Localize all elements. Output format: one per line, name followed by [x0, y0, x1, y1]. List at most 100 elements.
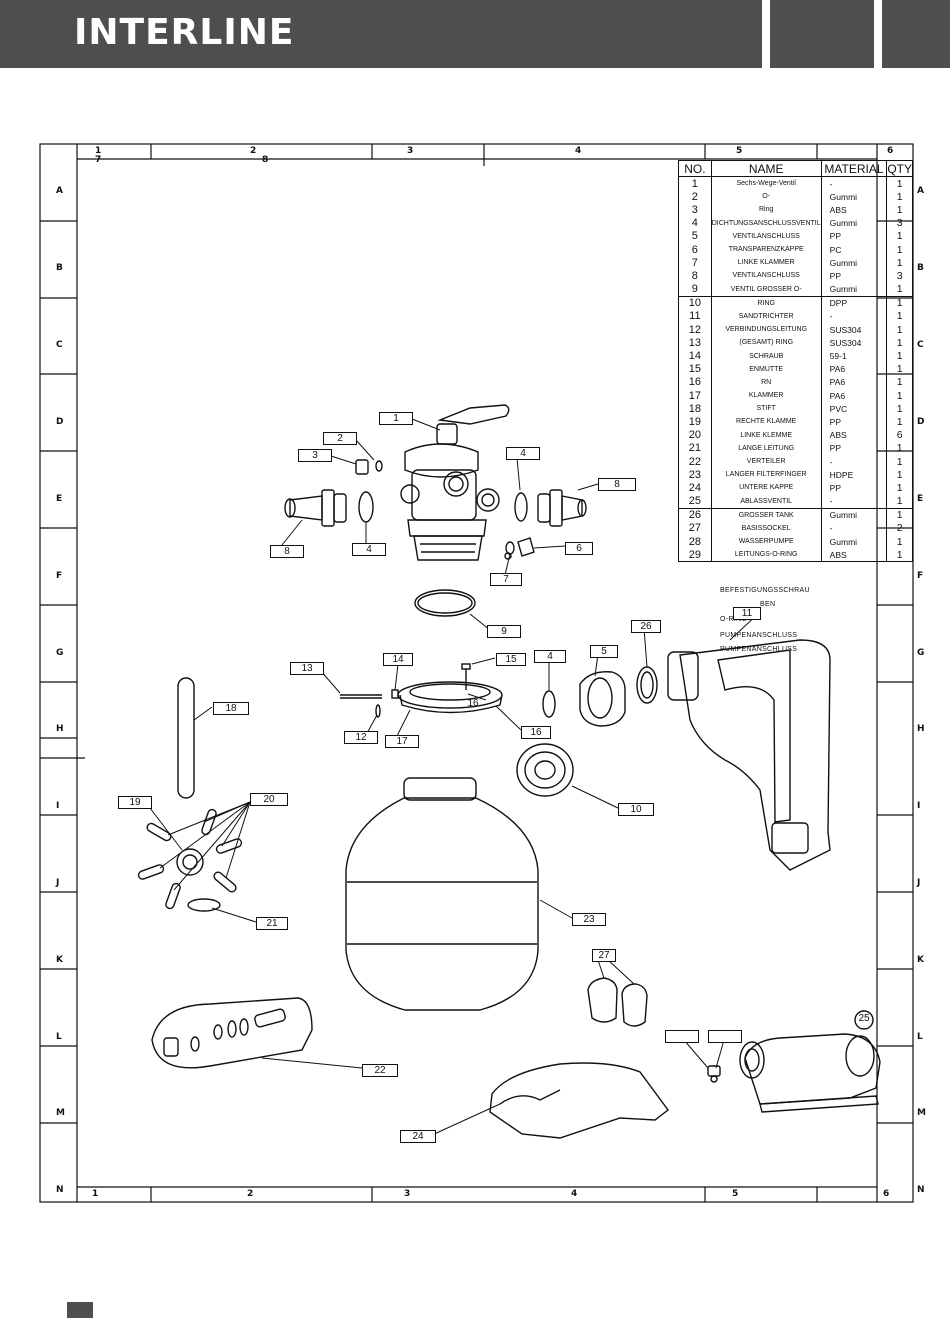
part-material-cell: PA6 — [821, 375, 888, 389]
callout-18: 18 — [213, 702, 249, 715]
callout-2: 2 — [323, 432, 357, 445]
part-material-cell: - — [821, 176, 888, 191]
overflow-label: PUMPENANSCHLUSS — [720, 646, 798, 653]
callout-6: 6 — [565, 542, 593, 555]
part-qty-cell: 2 — [896, 522, 903, 535]
callout-blank — [665, 1030, 699, 1043]
part-number-cell: 15 — [678, 362, 712, 376]
row-label-right: E — [917, 494, 924, 504]
column-header-material: MATERIAL — [821, 160, 888, 177]
part-number-cell: 24 — [678, 481, 712, 495]
callout-4: 4 — [506, 447, 540, 460]
part-qty-cell: 1 — [896, 481, 903, 494]
callout-1: 1 — [379, 412, 413, 425]
header-band-left — [0, 0, 762, 68]
part-qty-cell: 1 — [896, 190, 903, 203]
callout-20: 20 — [250, 793, 288, 806]
column-label-top: 5 — [736, 146, 743, 156]
callout-15: 15 — [496, 653, 526, 666]
part-number-cell: 13 — [678, 336, 712, 350]
part-name-cell: LINKE KLEMME — [711, 428, 822, 442]
row-label-right: N — [917, 1185, 925, 1195]
part-name-cell: VENTIL GROSSER O- — [711, 282, 822, 297]
part-number-cell: 16 — [678, 375, 712, 389]
brand-logo: INTERLINE — [74, 12, 295, 53]
part-qty-cell: 1 — [896, 455, 903, 468]
row-label-left: G — [56, 648, 64, 658]
part-qty-cell: 3 — [896, 269, 903, 282]
callout-14: 14 — [383, 653, 413, 666]
part-number-cell: 27 — [678, 521, 712, 536]
column-header-name: NAME — [711, 160, 822, 177]
part-name-cell: VERTEILER — [711, 454, 822, 469]
part-material-cell: PP — [821, 269, 888, 283]
part-name-cell: UNTERE KAPPE — [711, 481, 822, 495]
row-label-left: M — [56, 1108, 65, 1118]
column-label-top: 2 — [250, 146, 257, 156]
callout-8: 8 — [598, 478, 636, 491]
part-material-cell: - — [821, 521, 888, 536]
part-number-cell: 2 — [678, 190, 712, 204]
part-material-cell: HDPE — [821, 468, 888, 482]
part-name-cell: (GESAMT) RING — [711, 336, 822, 350]
part-name-cell: VERBINDUNGSLEITUNG — [711, 323, 822, 337]
column-label-top: 4 — [575, 146, 582, 156]
part-qty-cell: 1 — [896, 389, 903, 402]
row-label-right: B — [917, 263, 924, 273]
part-qty-cell: 1 — [896, 203, 903, 216]
part-number-cell: 10 — [678, 296, 712, 310]
part-name-cell: BASISSOCKEL — [711, 521, 822, 536]
row-label-left: B — [56, 263, 63, 273]
part-name-cell: Sechs-Wege-Ventil — [711, 176, 822, 191]
column-label-top: 1 — [95, 146, 102, 156]
callout-11: 11 — [733, 607, 761, 620]
row-label-right: A — [917, 186, 924, 196]
part-qty-cell: 1 — [896, 230, 903, 243]
part-number-cell: 21 — [678, 441, 712, 455]
row-label-left: D — [56, 417, 64, 427]
part-number-cell: 5 — [678, 229, 712, 243]
part-number-cell: 6 — [678, 242, 712, 257]
part-number-cell: 22 — [678, 454, 712, 469]
part-material-cell: PA6 — [821, 389, 888, 403]
row-label-left: K — [56, 955, 63, 965]
part-qty-cell: 3 — [896, 217, 903, 230]
part-name-cell: KLAMMER — [711, 389, 822, 403]
column-label-bottom: 4 — [571, 1189, 578, 1199]
part-qty-cell: 1 — [896, 402, 903, 415]
callout-5: 5 — [590, 645, 618, 658]
part-material-cell: ABS — [821, 203, 888, 217]
part-number-cell: 1 — [678, 176, 712, 191]
part-qty-cell: 1 — [896, 297, 903, 310]
callout-24: 24 — [400, 1130, 436, 1143]
part-number-cell: 29 — [678, 548, 712, 562]
part-number-cell: 23 — [678, 468, 712, 482]
part-qty-cell: 1 — [896, 363, 903, 376]
callout-7: 7 — [490, 573, 522, 586]
part-name-cell: STIFT — [711, 402, 822, 416]
row-label-left: L — [56, 1032, 62, 1042]
overflow-label: BEN — [760, 601, 776, 608]
part-material-cell: Gummi — [821, 256, 888, 270]
part-number-cell: 9 — [678, 282, 712, 297]
callout-8: 8 — [270, 545, 304, 558]
part-name-cell: LANGER FILTERFINGER — [711, 468, 822, 482]
row-label-right: L — [917, 1032, 923, 1042]
part-qty-cell: 1 — [896, 376, 903, 389]
part-name-cell: TRANSPARENZKAPPE — [711, 242, 822, 257]
column-label-top: 6 — [887, 146, 894, 156]
part-number-cell: 14 — [678, 349, 712, 363]
part-material-cell: PA6 — [821, 362, 888, 376]
part-name-cell: RING — [711, 296, 822, 310]
